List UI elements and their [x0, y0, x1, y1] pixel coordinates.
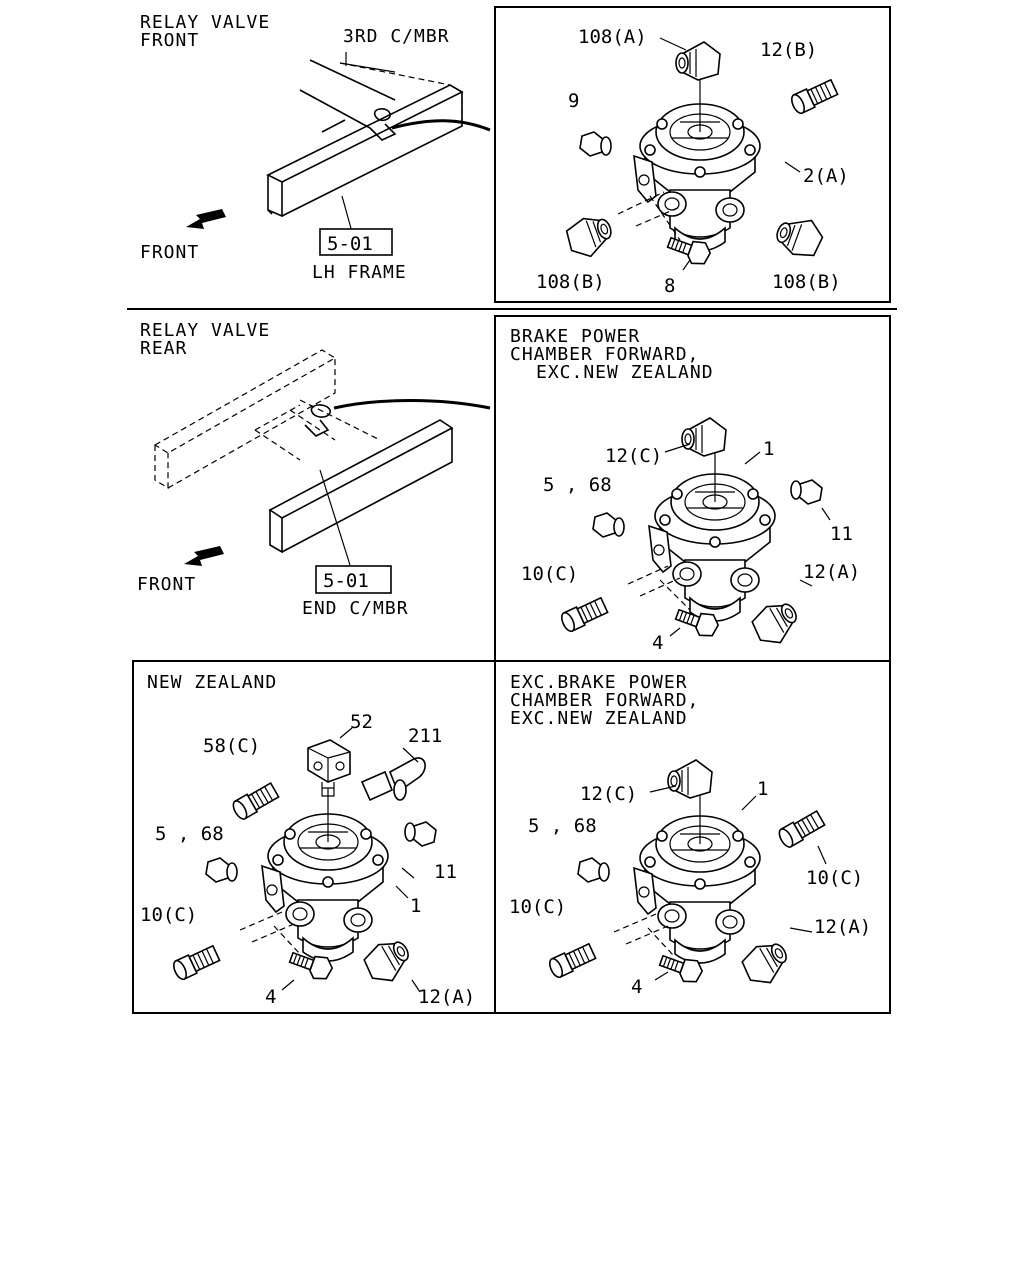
caption-line1: EXC.BRAKE POWER — [510, 672, 688, 693]
front-arrow-icon — [184, 546, 224, 566]
member-label: END C/MBR — [302, 598, 409, 619]
panel-relay-front: RELAY VALVE FRONT 3RD C/MBR FRONT 5-01 L… — [140, 12, 491, 283]
part-label-12c[interactable]: 12(C) — [605, 445, 662, 467]
panel-brake-forward: BRAKE POWER CHAMBER FORWARD, EXC.NEW ZEA… — [510, 326, 860, 654]
panel-title-line2: FRONT — [140, 30, 199, 51]
nut-5-68-icon — [577, 857, 610, 883]
fitting-10c-icon — [558, 595, 610, 634]
plug-11-icon — [404, 821, 437, 847]
part-label-1[interactable]: 1 — [757, 778, 768, 800]
part-label-11[interactable]: 11 — [830, 523, 853, 545]
relay-valve-icon — [261, 787, 389, 962]
part-label-9[interactable]: 9 — [568, 90, 579, 112]
part-label-1[interactable]: 1 — [763, 438, 774, 460]
panel-exc-brake: EXC.BRAKE POWER CHAMBER FORWARD, EXC.NEW… — [509, 672, 871, 998]
elbow-fitting-108b-right-icon — [771, 210, 828, 263]
elbow-fitting-12c-icon — [667, 759, 713, 799]
fitting-10c-upper-icon — [775, 808, 827, 850]
part-label-8[interactable]: 8 — [664, 275, 675, 297]
part-label-5-68[interactable]: 5 , 68 — [155, 823, 224, 845]
part-label-1[interactable]: 1 — [410, 895, 421, 917]
part-label-108b-left[interactable]: 108(B) — [536, 271, 605, 293]
elbow-fitting-12a-icon — [746, 594, 806, 652]
panel-frame-front-parts — [494, 6, 891, 303]
part-label-10c-lower[interactable]: 10(C) — [509, 896, 566, 918]
tee-block-52-icon — [307, 739, 351, 797]
caption-line3: EXC.NEW ZEALAND — [536, 362, 714, 383]
fitting-10c-icon — [170, 943, 222, 982]
part-label-12a[interactable]: 12(A) — [803, 561, 860, 583]
part-label-10c[interactable]: 10(C) — [521, 563, 578, 585]
fitting-10c-lower-icon — [546, 941, 598, 980]
fitting-12b-icon — [788, 77, 840, 116]
front-label: FRONT — [140, 242, 199, 263]
frame-label: LH FRAME — [312, 262, 407, 283]
ref-code-box[interactable] — [315, 565, 392, 594]
part-label-4[interactable]: 4 — [652, 632, 663, 654]
nut-5-68-icon — [205, 857, 238, 883]
caption-line2: CHAMBER FORWARD, — [510, 344, 699, 365]
part-label-2a[interactable]: 2(A) — [803, 165, 849, 187]
part-label-12a[interactable]: 12(A) — [418, 986, 475, 1008]
panel-relay-front-parts: 108(A) 12(B) 9 2(A) 108(B) 8 108(B) — [536, 26, 849, 297]
caption-line1: BRAKE POWER — [510, 326, 640, 347]
part-label-4[interactable]: 4 — [265, 986, 276, 1008]
panel-frame-exc-brake — [494, 660, 891, 1014]
end-member-drawing — [153, 349, 491, 566]
part-label-10c-upper[interactable]: 10(C) — [806, 867, 863, 889]
panel-title-line1: RELAY VALVE — [140, 12, 270, 33]
caption-line3: EXC.NEW ZEALAND — [510, 708, 688, 729]
part-label-12c[interactable]: 12(C) — [580, 783, 637, 805]
elbow-fitting-12c-icon — [681, 417, 727, 457]
panel-title-line1: RELAY VALVE — [140, 320, 270, 341]
ref-code-box[interactable] — [319, 228, 393, 256]
part-label-58c[interactable]: 58(C) — [203, 735, 260, 757]
part-label-10c[interactable]: 10(C) — [140, 904, 197, 926]
panel-new-zealand: NEW ZEALAND 52 58(C) 211 5 , 68 11 — [140, 672, 475, 1008]
part-label-11[interactable]: 11 — [434, 861, 457, 883]
part-label-52[interactable]: 52 — [350, 711, 373, 733]
part-label-108a[interactable]: 108(A) — [578, 26, 647, 48]
ref-code-link[interactable]: 5-01 — [323, 570, 369, 592]
fitting-58c-icon — [229, 780, 281, 822]
relay-valve-icon — [633, 77, 761, 252]
nut-9-icon — [579, 131, 612, 157]
part-label-108b-right[interactable]: 108(B) — [772, 271, 841, 293]
elbow-fitting-108a-icon — [675, 41, 721, 81]
caption: NEW ZEALAND — [147, 672, 277, 693]
nut-5-68-icon — [592, 512, 625, 538]
part-label-4[interactable]: 4 — [631, 976, 642, 998]
panel-relay-rear: RELAY VALVE REAR FRONT 5-01 END C/MBR — [137, 320, 491, 619]
plug-11-icon — [790, 479, 823, 505]
elbow-fitting-108b-left-icon — [561, 210, 618, 263]
part-label-12b[interactable]: 12(B) — [760, 39, 817, 61]
caption-line2: CHAMBER FORWARD, — [510, 690, 699, 711]
part-label-211[interactable]: 211 — [408, 725, 442, 747]
relay-valve-icon — [648, 447, 776, 622]
elbow-fitting-12a-icon — [358, 932, 418, 990]
part-label-12a[interactable]: 12(A) — [814, 916, 871, 938]
front-label: FRONT — [137, 574, 196, 595]
relay-valve-icon — [633, 789, 761, 964]
valve-211-icon — [360, 757, 426, 802]
member-label: 3RD C/MBR — [343, 26, 450, 47]
frame-rail-drawing — [266, 52, 491, 233]
part-label-5-68[interactable]: 5 , 68 — [528, 815, 597, 837]
ref-code-link[interactable]: 5-01 — [327, 233, 373, 255]
part-label-5-68[interactable]: 5 , 68 — [543, 474, 612, 496]
panel-title-line2: REAR — [140, 338, 187, 359]
front-arrow-icon — [186, 209, 226, 229]
elbow-fitting-12a-icon — [736, 934, 796, 992]
